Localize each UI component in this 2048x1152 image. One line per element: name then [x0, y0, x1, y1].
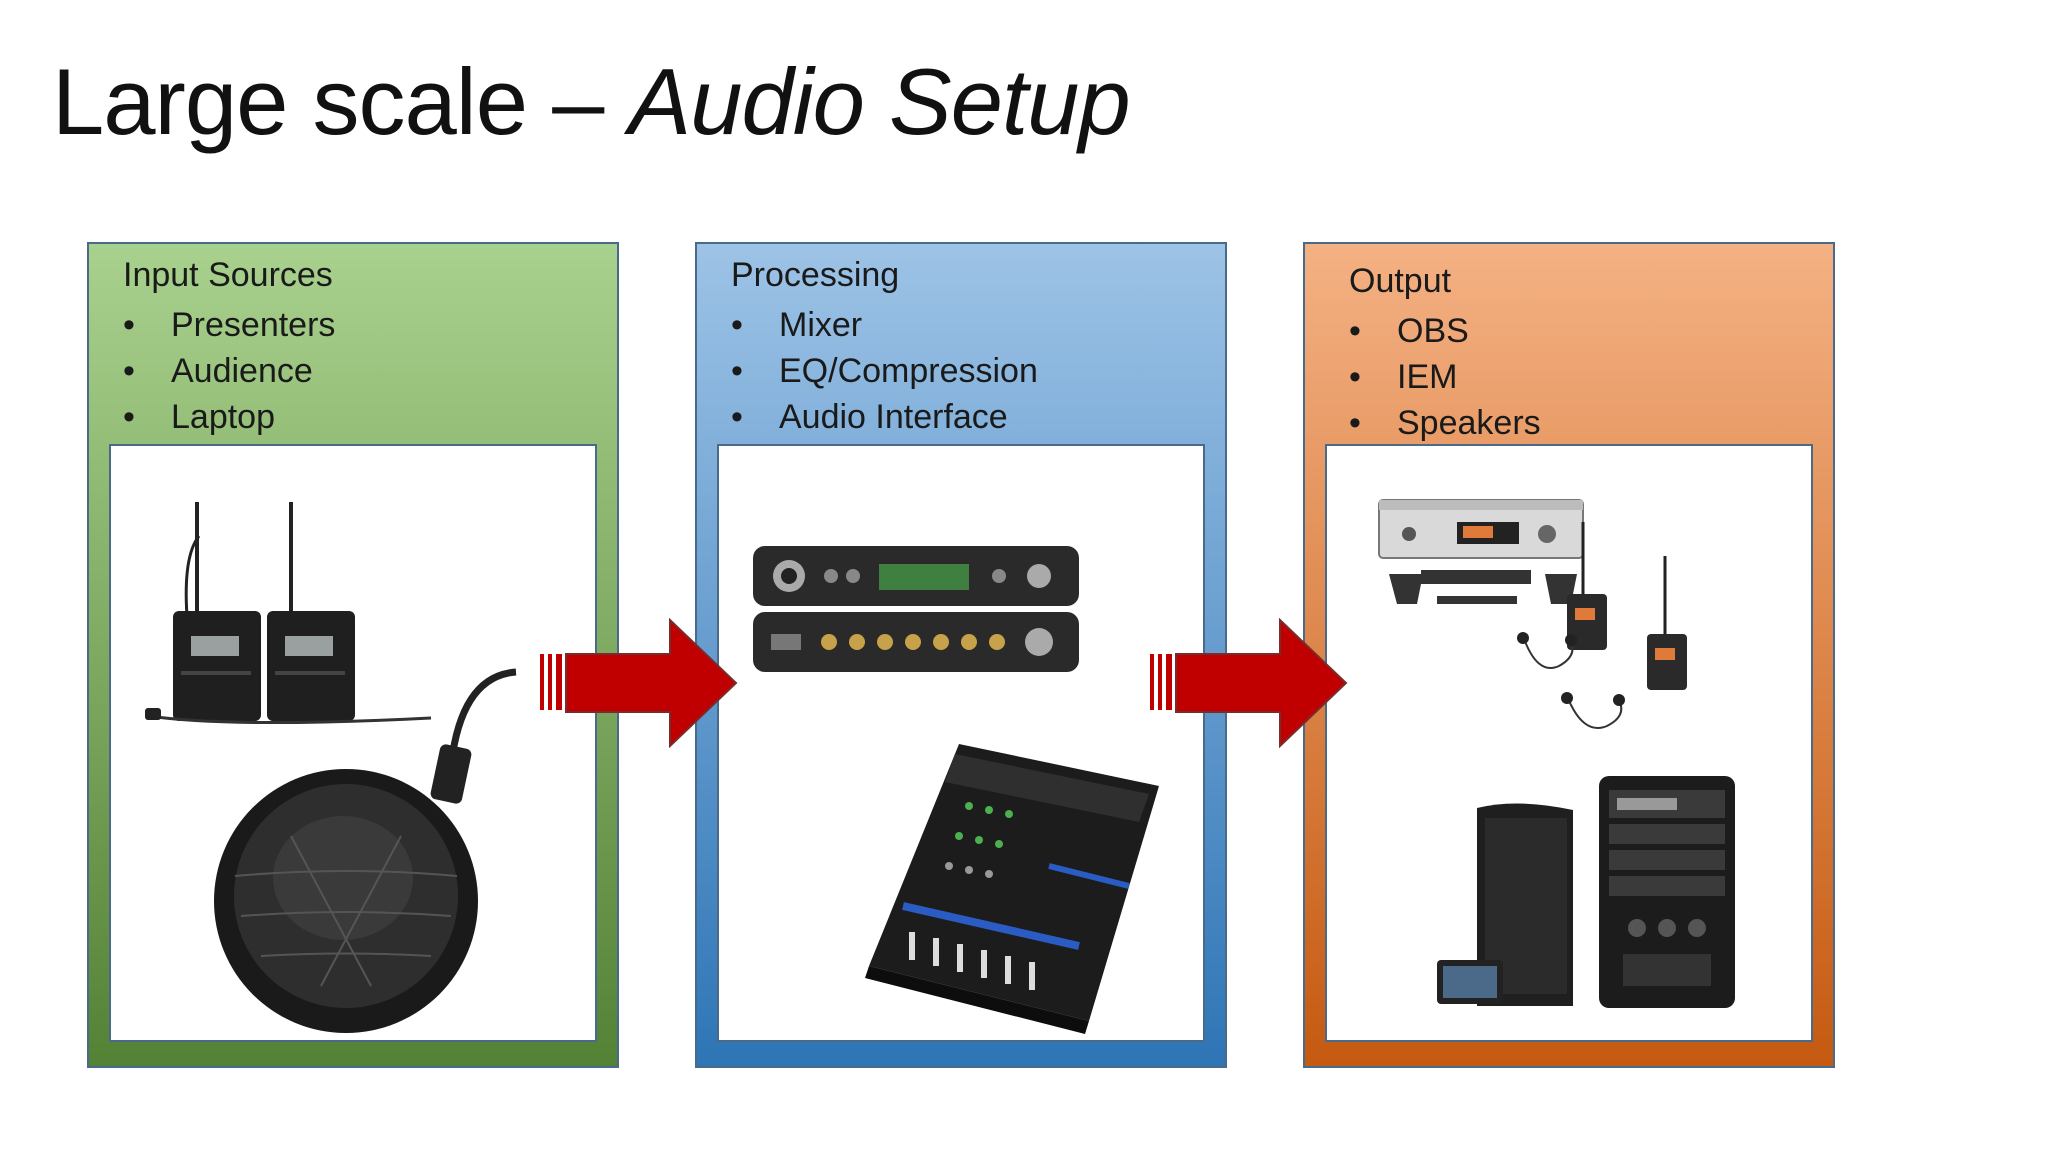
panel-heading: Output: [1349, 262, 1452, 300]
bullet: •: [1349, 404, 1361, 442]
title-italic: Audio Setup: [628, 49, 1131, 154]
list-item: • Laptop: [123, 394, 335, 440]
title-main: Large scale: [52, 49, 528, 154]
processing-list: • Mixer • EQ/Compression • Audio Interface: [731, 302, 1038, 440]
list-item-label: Audio Interface: [779, 398, 1008, 436]
output-list: • OBS • IEM • Speakers: [1349, 308, 1541, 446]
list-item: • OBS: [1349, 308, 1541, 354]
list-item-label: Laptop: [171, 398, 275, 436]
processing-panel: Processing • Mixer • EQ/Compression • Audio…: [695, 242, 1227, 1068]
list-item: • EQ/Compression: [731, 348, 1038, 394]
pa-speakers-icon: [1437, 776, 1735, 1008]
list-item: • Audience: [123, 348, 335, 394]
list-item: • Presenters: [123, 302, 335, 348]
boundary-microphone-icon: [214, 668, 517, 1033]
list-item-label: Audience: [171, 352, 313, 390]
processing-devices-image: [717, 444, 1205, 1042]
list-item: • Speakers: [1349, 400, 1541, 446]
input-sources-panel: Input Sources • Presenters • Audience • Lap…: [87, 242, 619, 1068]
audio-interface-icon: [753, 546, 1079, 672]
panel-heading: Processing: [731, 256, 900, 294]
slide-title: Large scale – Audio Setup: [52, 48, 1131, 156]
mixing-console-icon: [865, 744, 1159, 1034]
list-item-label: Speakers: [1397, 404, 1541, 442]
wireless-bodypack-transmitters-icon: [145, 502, 432, 725]
bullet: •: [1349, 358, 1361, 396]
output-devices-image: [1325, 444, 1813, 1042]
list-item-label: EQ/Compression: [779, 352, 1038, 390]
list-item-label: IEM: [1397, 358, 1458, 396]
list-item-label: Presenters: [171, 306, 336, 344]
panel-heading: Input Sources: [123, 256, 333, 294]
bullet: •: [731, 398, 743, 436]
flow-arrow-icon: [540, 618, 738, 748]
iem-receiver-kit-icon: [1378, 499, 1687, 729]
title-dash: –: [526, 49, 629, 154]
input-devices-image: [109, 444, 597, 1042]
bullet: •: [123, 352, 135, 390]
list-item: • IEM: [1349, 354, 1541, 400]
bullet: •: [1349, 312, 1361, 350]
bullet: •: [731, 352, 743, 390]
list-item: • Mixer: [731, 302, 1038, 348]
bullet: •: [123, 398, 135, 436]
list-item: • Audio Interface: [731, 394, 1038, 440]
bullet: •: [123, 306, 135, 344]
input-sources-list: • Presenters • Audience • Laptop: [123, 302, 335, 440]
output-panel: Output • OBS • IEM • Speakers: [1303, 242, 1835, 1068]
list-item-label: Mixer: [779, 306, 863, 344]
list-item-label: OBS: [1397, 312, 1469, 350]
flow-arrow-icon: [1150, 618, 1348, 748]
bullet: •: [731, 306, 743, 344]
